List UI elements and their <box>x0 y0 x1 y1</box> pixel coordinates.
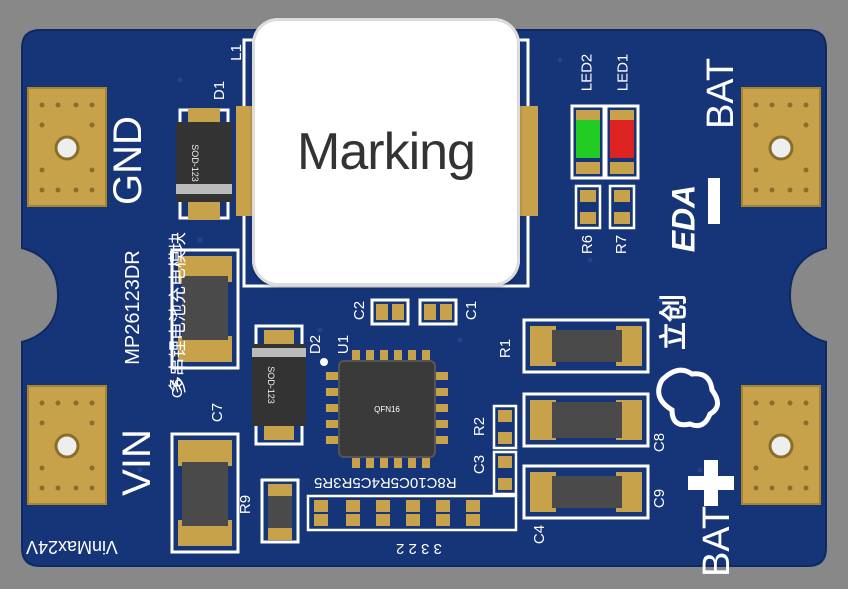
resistor-r2 <box>492 404 518 450</box>
label-part-number: MP26123DR <box>121 250 144 365</box>
terminal-pad-vin <box>27 385 107 505</box>
designator-digits: 3 3 2 2 <box>396 540 442 557</box>
capacitor-c9 <box>522 464 650 520</box>
designator-u1: U1 <box>335 334 353 355</box>
capacitor-c8 <box>522 392 650 448</box>
brand-name: EDA <box>665 184 702 253</box>
diode-d2 <box>252 324 306 446</box>
designator-c9: C9 <box>651 488 669 509</box>
bat-plus-sign <box>688 460 734 506</box>
capacitor-c7 <box>170 432 240 554</box>
designator-led1: LED1 <box>614 53 632 92</box>
designator-r1: R1 <box>497 338 515 359</box>
inductor-l1: Marking <box>252 18 520 286</box>
resistor-r6 <box>574 184 602 230</box>
bottom-component-row <box>306 494 518 532</box>
resistor-r1 <box>522 318 650 374</box>
terminal-pad-bat-minus <box>741 87 821 207</box>
inductor-marking: Marking <box>297 123 476 181</box>
capacitor-c1 <box>418 298 458 326</box>
designator-c7: C7 <box>209 402 227 423</box>
ic-package-label: QFN16 <box>374 404 400 414</box>
designator-c3: C3 <box>471 454 489 475</box>
designator-l1: L1 <box>227 44 245 61</box>
label-bat-plus: BAT <box>696 505 739 578</box>
bat-minus-sign <box>708 178 720 224</box>
capacitor-c6 <box>170 248 240 370</box>
designator-c8: C8 <box>651 432 669 453</box>
designator-c4: C4 <box>531 524 549 545</box>
terminal-pad-bat-plus <box>741 385 821 505</box>
diode-d2-package-label: SOD-123 <box>265 366 276 404</box>
designator-c1: C1 <box>463 300 481 321</box>
diode-d1 <box>176 108 232 220</box>
designator-d1: D1 <box>211 80 229 101</box>
resistor-r7 <box>608 184 636 230</box>
led1-red <box>604 104 640 180</box>
capacitor-c3 <box>492 450 518 496</box>
label-gnd: GND <box>105 116 150 205</box>
terminal-pad-gnd <box>27 87 107 207</box>
designator-d2: D2 <box>307 334 325 355</box>
resistor-r9 <box>260 478 300 544</box>
designator-led2: LED2 <box>578 53 596 92</box>
brand-prefix: 立创 <box>658 293 690 351</box>
led2-green <box>570 104 606 180</box>
designator-bottom-row: R8C10C5R4C5R3R5 <box>314 474 457 491</box>
designator-r7: R7 <box>613 234 631 255</box>
ic-u1: QFN16 <box>338 360 436 458</box>
brand-logo-icon <box>656 367 720 429</box>
designator-r6: R6 <box>579 234 597 255</box>
label-description: 多串锂电池充电模块 <box>168 232 188 394</box>
label-vin: VIN <box>114 429 159 496</box>
designator-r9: R9 <box>237 494 255 515</box>
designator-c2: C2 <box>351 300 369 321</box>
label-vin-max: VinMax24V <box>26 537 118 557</box>
designator-r2: R2 <box>471 416 489 437</box>
diode-d1-package-label: SOD-123 <box>189 144 200 182</box>
label-bat-minus: BAT <box>700 57 743 130</box>
designator-c6: C6 <box>169 378 187 399</box>
capacitor-c2 <box>370 298 410 326</box>
